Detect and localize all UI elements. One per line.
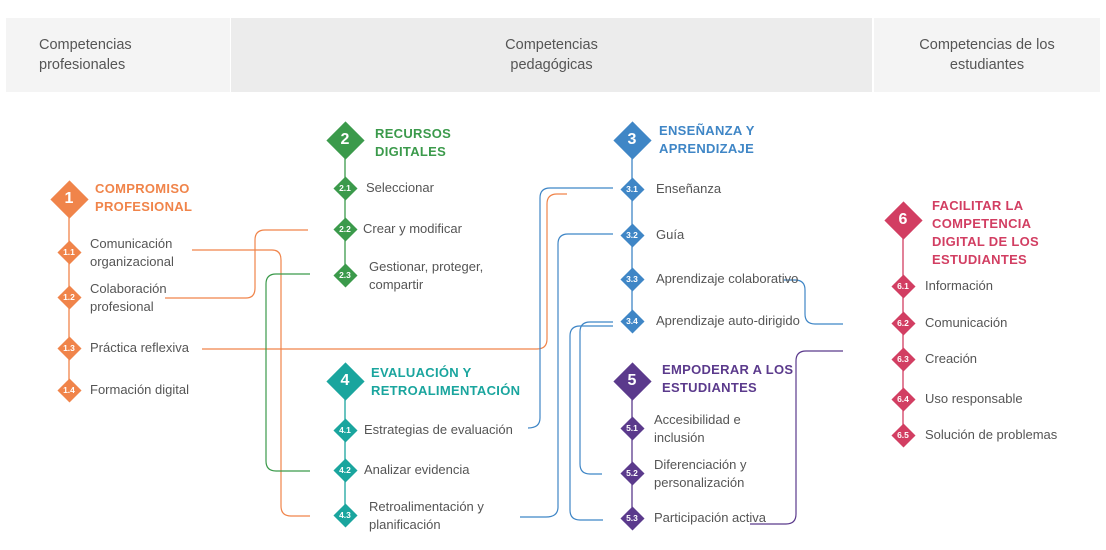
competence-item-label: Accesibilidad e inclusión	[654, 412, 741, 445]
item-number: 4.2	[339, 465, 351, 475]
item-number: 6.4	[897, 394, 909, 404]
item-number: 3.1	[626, 184, 638, 194]
item-number: 3.3	[626, 274, 638, 284]
connector-1-1-to-4-3	[192, 249, 310, 517]
item-number: 1.1	[63, 247, 75, 257]
competence-item-label: Analizar evidencia	[364, 462, 470, 477]
competence-item-label: Práctica reflexiva	[90, 340, 189, 355]
connector-3-1-to-4-1	[527, 187, 613, 429]
header-pedagogical-competences: Competencias pedagógicas	[231, 18, 872, 92]
item-number: 6.3	[897, 354, 909, 364]
competence-item-label: Diferenciación y personalización	[654, 457, 747, 490]
item-number: 5.2	[626, 468, 638, 478]
item-number: 6.2	[897, 318, 909, 328]
connector-1-3-to-3-1	[202, 193, 567, 350]
item-number: 6.5	[897, 430, 909, 440]
item-number: 1.2	[63, 292, 75, 302]
connector-3-4-to-5-3	[569, 325, 613, 521]
area-number: 2	[340, 131, 350, 148]
area-title: COMPROMISO PROFESIONAL	[95, 181, 193, 214]
competence-item-label: Colaboración profesional	[90, 281, 167, 314]
area-number: 4	[340, 372, 350, 389]
item-number: 1.4	[63, 385, 75, 395]
item-number: 2.1	[339, 183, 351, 193]
competence-item-label: Información	[925, 278, 993, 293]
item-number: 1.3	[63, 343, 75, 353]
connector-3-4-to-5-2	[579, 321, 613, 475]
item-number: 5.1	[626, 423, 638, 433]
competence-item-label: Gestionar, proteger, compartir	[369, 259, 484, 292]
header-label: Competencias pedagógicas	[505, 37, 598, 73]
competence-item-label: Estrategias de evaluación	[364, 422, 513, 437]
competence-item-label: Crear y modificar	[363, 221, 462, 236]
competence-item-label: Aprendizaje auto-dirigido	[656, 313, 800, 328]
competence-item-label: Comunicación organizacional	[90, 236, 174, 269]
connector-3-3-to-6-2	[784, 279, 843, 325]
item-number: 4.3	[339, 510, 351, 520]
area-number: 1	[64, 190, 74, 207]
competence-item-label: Seleccionar	[366, 180, 434, 195]
competence-item-label: Aprendizaje colaborativo	[656, 271, 799, 286]
area-number: 3	[627, 131, 637, 148]
item-number: 3.4	[626, 316, 638, 326]
item-number: 3.2	[626, 230, 638, 240]
connector-3-2-to-4-3	[520, 233, 613, 518]
competence-item-label: Guía	[656, 227, 685, 242]
header-label: Competencias profesionales	[39, 37, 132, 73]
competence-item-label: Enseñanza	[656, 181, 722, 196]
connector-1-2-to-2-2	[165, 229, 308, 299]
competence-item-label: Retroalimentación y planificación	[369, 499, 484, 532]
connector-2-3-to-4-2	[265, 273, 310, 472]
item-number: 5.3	[626, 513, 638, 523]
competence-item-label: Solución de problemas	[925, 427, 1058, 442]
area-title: EMPODERAR A LOS ESTUDIANTES	[662, 362, 794, 395]
competence-item-label: Participación activa	[654, 510, 766, 525]
area-title: FACILITAR LA COMPETENCIA DIGITAL DE LOS …	[932, 198, 1040, 267]
competence-item-label: Uso responsable	[925, 391, 1023, 406]
connector-5-3-to-6-3	[750, 350, 843, 525]
area-number: 5	[627, 372, 637, 389]
area-title: RECURSOS DIGITALES	[375, 126, 452, 159]
competence-item-label: Creación	[925, 351, 978, 366]
competence-item-label: Comunicación	[925, 315, 1008, 330]
item-number: 6.1	[897, 281, 909, 291]
header-student-competences: Competencias de los estudiantes	[874, 18, 1100, 92]
area-title: EVALUACIÓN Y RETROALIMENTACIÓN	[371, 365, 521, 398]
area-title: ENSEÑANZA Y APRENDIZAJE	[659, 123, 755, 156]
header-label: Competencias de los estudiantes	[919, 37, 1055, 73]
item-number: 2.2	[339, 224, 351, 234]
item-number: 4.1	[339, 425, 351, 435]
header-professional-competences: Competencias profesionales	[6, 18, 230, 92]
area-number: 6	[898, 211, 908, 228]
item-number: 2.3	[339, 270, 351, 280]
competence-item-label: Formación digital	[90, 382, 189, 397]
